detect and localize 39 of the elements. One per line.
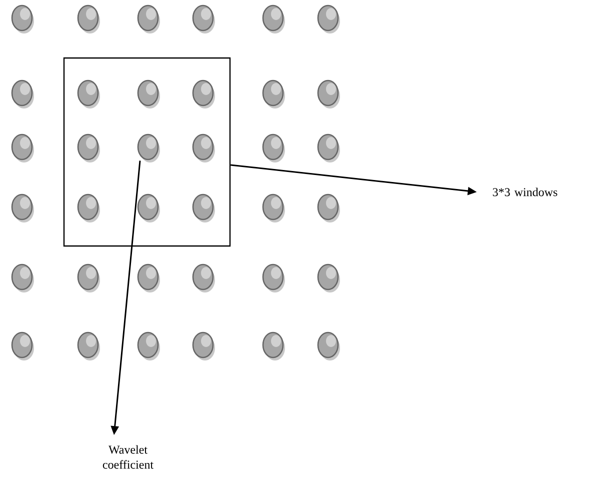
dot xyxy=(77,4,100,34)
dot xyxy=(317,194,340,222)
dot xyxy=(317,80,340,108)
window-box xyxy=(63,57,231,247)
dot xyxy=(317,4,340,34)
dot xyxy=(77,332,100,360)
dot xyxy=(317,264,340,292)
dot xyxy=(262,332,285,360)
dot xyxy=(11,80,34,108)
text-label: Wavelet coefficient xyxy=(102,445,154,469)
dot xyxy=(137,332,160,360)
dot xyxy=(137,4,160,34)
dot xyxy=(262,80,285,108)
dot xyxy=(11,332,34,360)
dot xyxy=(192,134,215,162)
dot xyxy=(317,134,340,162)
text-label: 3*3 windows xyxy=(492,188,558,196)
dot xyxy=(11,194,34,222)
dot xyxy=(137,134,160,162)
dot xyxy=(77,194,100,222)
dot xyxy=(317,332,340,360)
dot xyxy=(262,4,285,34)
dot xyxy=(137,194,160,222)
dot xyxy=(192,80,215,108)
dot xyxy=(262,194,285,222)
dot xyxy=(11,4,34,34)
dot xyxy=(77,80,100,108)
dot xyxy=(192,4,215,34)
dot xyxy=(192,332,215,360)
dot xyxy=(192,194,215,222)
dot xyxy=(192,264,215,292)
dot xyxy=(137,80,160,108)
dot xyxy=(11,134,34,162)
dot xyxy=(11,264,34,292)
dot xyxy=(262,264,285,292)
dot xyxy=(77,264,100,292)
dot xyxy=(77,134,100,162)
dot xyxy=(137,264,160,292)
dot xyxy=(262,134,285,162)
